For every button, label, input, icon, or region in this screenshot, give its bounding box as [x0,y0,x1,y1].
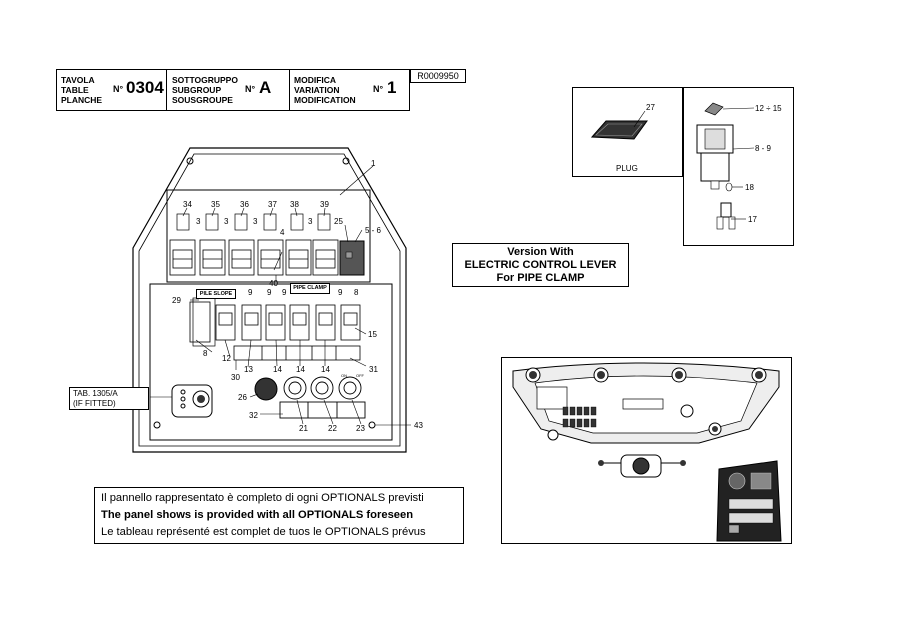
callout-29: 29 [172,296,181,305]
switch-part-8-9: 8 - 9 [755,144,772,153]
subgroup-value: A [259,78,272,97]
version-line-2: ELECTRIC CONTROL LEVER [464,259,617,271]
reference-code: R0009950 [417,71,459,81]
reference-code-box: R0009950 [410,69,466,83]
callout-34: 34 [183,200,192,209]
modification-no-label: N° [373,84,384,94]
callout-15: 15 [368,330,377,339]
callout-3c: 3 [253,217,258,226]
note-italian: Il pannello rappresentato è completo di … [101,492,424,504]
switch-part-18: 18 [745,183,754,192]
callout-14b: 14 [296,365,305,374]
callout-21: 21 [299,424,308,433]
callout-1: 1 [371,159,376,168]
console-drawing [512,362,782,542]
callout-13: 13 [244,365,253,374]
control-panel-drawing: 1 34 35 36 37 38 39 3 3 3 3 4 25 5 - 6 4… [132,147,423,453]
callout-14a: 14 [273,365,282,374]
version-box: Version With ELECTRIC CONTROL LEVER For … [452,243,629,287]
callout-12: 12 [222,354,231,363]
emergency-knob [254,377,278,401]
note-box [94,487,464,544]
callout-9d: 9 [338,288,343,297]
callout-14c: 14 [321,365,330,374]
title-divider-2 [289,69,290,111]
callout-9a: 9 [248,288,253,297]
callout-23: 23 [356,424,365,433]
callout-31: 31 [369,365,378,374]
title-divider-1 [166,69,167,111]
callout-40: 40 [269,279,278,288]
callout-8a: 8 [354,288,359,297]
callout-30: 30 [231,373,240,382]
title-block [56,69,410,111]
callout-3b: 3 [224,217,229,226]
note-french: Le tableau représenté est complet de tuo… [101,526,426,538]
pipe-clamp-label-box: PIPE CLAMP [290,283,330,294]
callout-3a: 3 [196,217,201,226]
version-line-3: For PIPE CLAMP [496,272,585,284]
pile-slope-label: PILE SLOPE [199,291,233,297]
rotary-knobs [279,376,366,419]
callout-36: 36 [240,200,249,209]
joystick-module [171,384,213,418]
pile-slope-label-box: PILE SLOPE [196,289,236,299]
rocker-switch-row-top [169,239,339,276]
callout-26: 26 [238,393,247,402]
tab-reference-line1: TAB. 1305/A [73,389,118,398]
plug-label: PLUG [616,164,638,173]
callout-4: 4 [280,228,285,237]
rocker-switch-row-bottom [189,301,361,361]
leader-lines [150,165,411,426]
off-label: OFF [356,373,365,378]
callout-8b: 8 [203,349,208,358]
plug-part-number: 27 [646,103,655,112]
symbol-plates-top [176,213,331,231]
callout-32: 32 [249,411,258,420]
pipe-clamp-label: PIPE CLAMP [293,285,327,291]
on-label: ON [341,373,347,378]
callout-3d: 3 [308,217,313,226]
tab-reference-box: TAB. 1305/A (IF FITTED) [69,387,149,410]
modification-value: 1 [387,78,397,97]
subgroup-no-label: N° [245,84,256,94]
callout-37: 37 [268,200,277,209]
callout-9c: 9 [282,288,287,297]
callout-25: 25 [334,217,343,226]
tab-reference-line2: (IF FITTED) [73,399,116,408]
callout-39: 39 [320,200,329,209]
note-english: The panel shows is provided with all OPT… [101,509,414,521]
callout-9b: 9 [267,288,272,297]
callout-22: 22 [328,424,337,433]
callout-38: 38 [290,200,299,209]
switch-part-17: 17 [748,215,757,224]
callout-35: 35 [211,200,220,209]
callout-5-6: 5 - 6 [365,226,382,235]
switch-part-12-15: 12 ÷ 15 [755,104,782,113]
switch-exploded-drawing: 12 ÷ 15 8 - 9 18 17 [696,102,782,230]
version-line-1: Version With [507,246,574,258]
plug-drawing: 27 PLUG [590,103,655,173]
table-no-label: N° [113,84,124,94]
callout-43: 43 [414,421,423,430]
table-number: 0304 [126,78,164,97]
